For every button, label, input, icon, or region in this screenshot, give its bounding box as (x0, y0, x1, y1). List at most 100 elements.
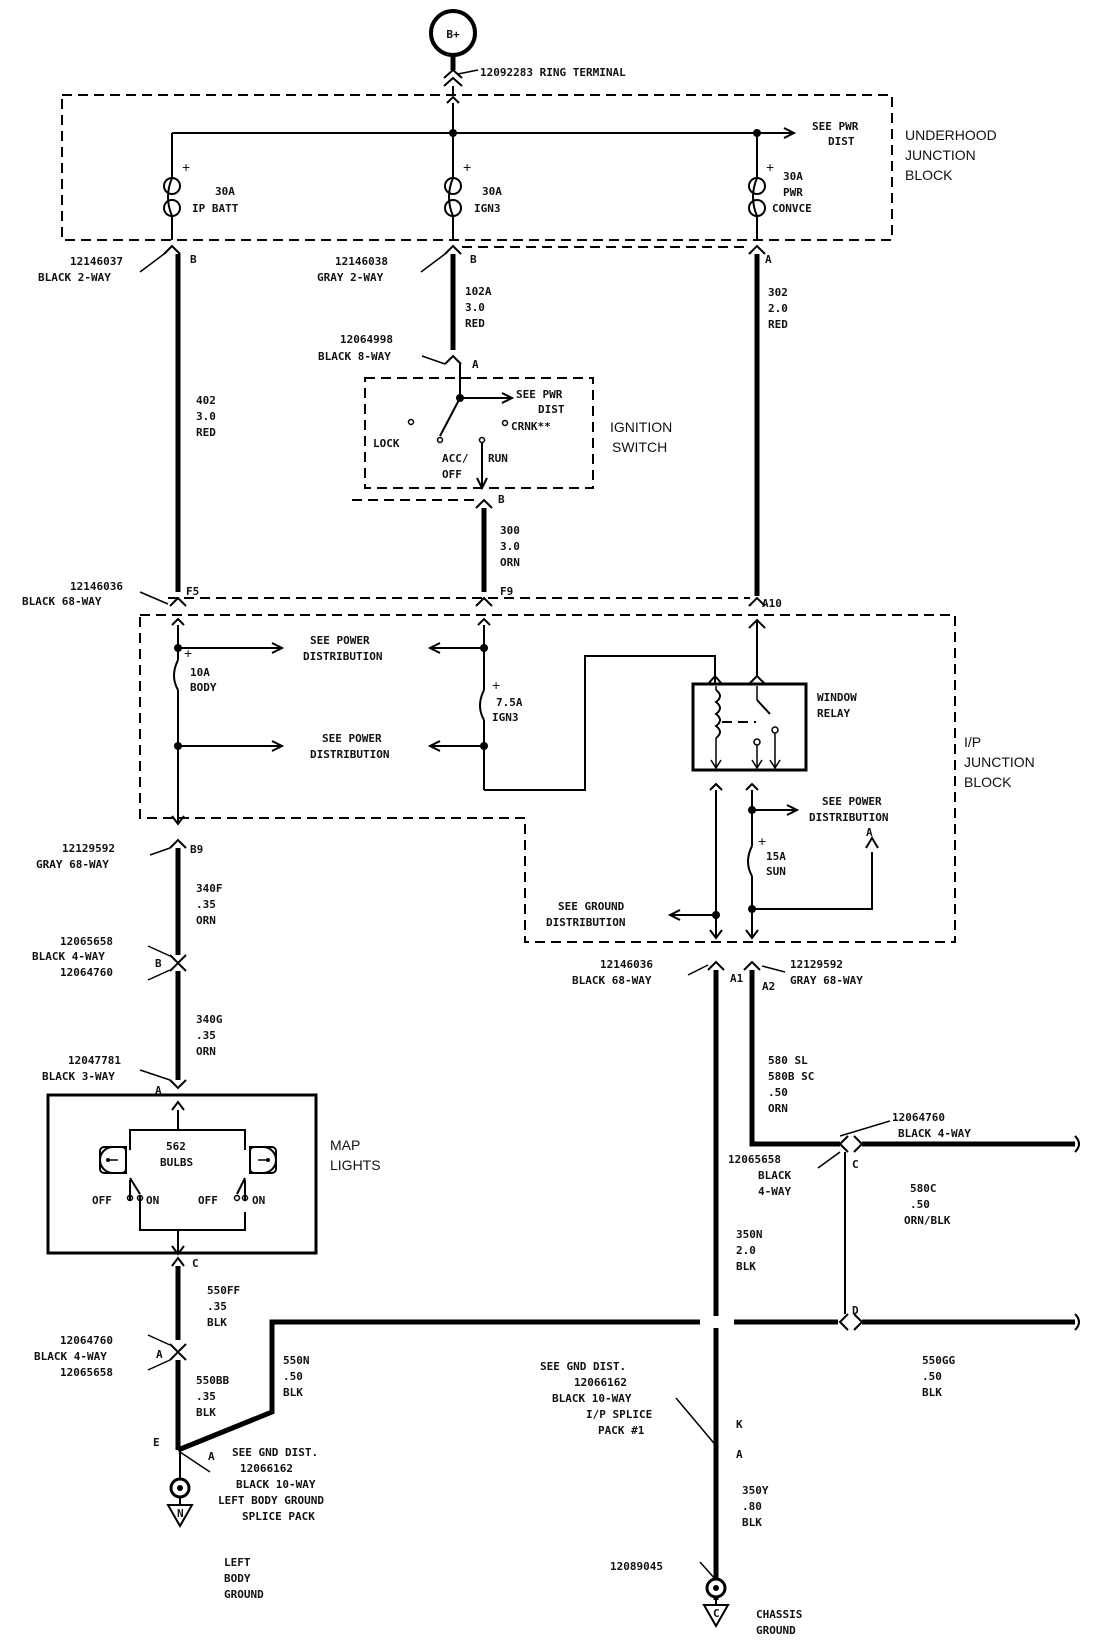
connector-a1-a2: 12146036 BLACK 68-WAY A1 12129592 GRAY 6… (572, 958, 863, 993)
chassis-ground: 12089045 C CHASSIS GROUND (610, 1560, 802, 1637)
wire-302-label-3: RED (768, 318, 788, 331)
c4-desc: BLACK 4-WAY (32, 950, 105, 963)
see-pd3-b: DISTRIBUTION (809, 811, 888, 824)
wire-350n-label-3: BLK (736, 1260, 756, 1273)
wire-402-label-3: RED (196, 426, 216, 439)
wire-340f-label-1: 340F (196, 882, 223, 895)
map-out-pin: C (192, 1257, 199, 1270)
fuse-ign3-ip-amp: 7.5A (496, 696, 523, 709)
fuse-body-icon (173, 659, 179, 691)
connector-ip-68way: 12146036 BLACK 68-WAY F5 F9 A10 (22, 580, 782, 610)
ign-see-1: SEE PWR (516, 388, 563, 401)
pin-a-left: A (208, 1450, 215, 1463)
pin-e: E (153, 1436, 160, 1449)
ground-n-icon (166, 1504, 194, 1529)
c3-pin: A (765, 253, 772, 266)
relay-coil-icon (714, 689, 721, 739)
a1-desc: BLACK 68-WAY (572, 974, 652, 987)
see-gd-b: DISTRIBUTION (546, 916, 625, 929)
connector-c5: 12047781 BLACK 3-WAY A (42, 1054, 187, 1097)
c1-desc: BLACK 2-WAY (38, 271, 111, 284)
fuse-ign3-ip-name: IGN3 (492, 711, 519, 724)
ignition-switch: 12064998 BLACK 8-WAY A SEE PWR DIST CRNK… (318, 333, 672, 509)
wire-350y-label-1: 350Y (742, 1484, 769, 1497)
pin-c: C (852, 1158, 859, 1171)
ip-title-3: BLOCK (964, 774, 1012, 790)
connector-right-c-d: C D 12064760 BLACK 4-WAY 12065658 BLACK … (728, 1111, 971, 1331)
chassis-part: 12089045 (610, 1560, 663, 1573)
wire-102a-label-1: 102A (465, 285, 492, 298)
c4-pin: B (155, 957, 162, 970)
fuse-sun-amp: 15A (766, 850, 786, 863)
wire-550bb-label-3: BLK (196, 1406, 216, 1419)
b9-part: 12129592 (62, 842, 115, 855)
ip-gd-5: PACK #1 (598, 1424, 645, 1437)
c6-desc: BLACK 4-WAY (34, 1350, 107, 1363)
b9-desc: GRAY 68-WAY (36, 858, 109, 871)
connector-c6: 12064760 BLACK 4-WAY 12065658 A (34, 1334, 187, 1379)
see-pd1-a: SEE POWER (310, 634, 370, 647)
pin-f9: F9 (500, 585, 513, 598)
chassis-label-1: CHASSIS (756, 1608, 802, 1621)
fuse3-amp: 30A (783, 170, 803, 183)
a2-desc: GRAY 68-WAY (790, 974, 863, 987)
left-gd-4: LEFT BODY GROUND (218, 1494, 324, 1507)
see-gd-a: SEE GROUND (558, 900, 625, 913)
ip-part: 12146036 (70, 580, 123, 593)
see-pd3-a: SEE POWER (822, 795, 882, 808)
ign-title-2: SWITCH (612, 439, 667, 455)
c6-part: 12064760 (60, 1334, 113, 1347)
wire-302-label-2: 2.0 (768, 302, 788, 315)
wire-580-label-1: 580 SL (768, 1054, 808, 1067)
svg-text:+: + (492, 677, 500, 693)
fuse-body-name: BODY (190, 681, 217, 694)
on-right: ON (252, 1194, 265, 1207)
pin-d: D (852, 1304, 859, 1317)
ign-switch-blade (439, 397, 461, 437)
wire-350y-label-2: .80 (742, 1500, 762, 1513)
wire-550gg-label-1: 550GG (922, 1354, 955, 1367)
relay-label-1: WINDOW (817, 691, 857, 704)
wire-300-label-3: ORN (500, 556, 520, 569)
see-pwr-dist-top-1: SEE PWR (812, 120, 859, 133)
sym-c: C (713, 1607, 720, 1620)
c5-part: 12047781 (68, 1054, 121, 1067)
c2-desc: GRAY 2-WAY (317, 271, 384, 284)
wire-340g-label-3: ORN (196, 1045, 216, 1058)
bulb-right-icon (249, 1146, 278, 1174)
c4-part: 12065658 (60, 935, 113, 948)
r2-desc-2: 4-WAY (758, 1185, 791, 1198)
switch-right-icon (236, 1177, 246, 1195)
ign-pin-a: A (472, 358, 479, 371)
fuse-ign3-ip-icon (479, 689, 485, 721)
c6-pin: A (156, 1348, 163, 1361)
left-gd-2: 12066162 (240, 1462, 293, 1475)
wire-300-label-2: 3.0 (500, 540, 520, 553)
ip-title-1: I/P (964, 734, 981, 750)
ign-acc-2: OFF (442, 468, 462, 481)
ground-c-icon (702, 1604, 730, 1629)
left-gd-1: SEE GND DIST. (232, 1446, 318, 1459)
connector-c2: 12146038 GRAY 2-WAY B (317, 244, 477, 284)
ip-splice-pack: SEE GND DIST. 12066162 BLACK 10-WAY I/P … (540, 1360, 769, 1529)
connector-c1: 12146037 BLACK 2-WAY B (38, 244, 197, 284)
see-pd1-b: DISTRIBUTION (303, 650, 382, 663)
ip-gd-4: I/P SPLICE (586, 1408, 652, 1421)
bulbs-1: 562 (166, 1140, 186, 1153)
wire-550n (177, 1319, 708, 1453)
wire-550bb-label-1: 550BB (196, 1374, 229, 1387)
pin-b9: B9 (190, 843, 203, 856)
see-pd2-a: SEE POWER (322, 732, 382, 745)
c2-part: 12146038 (335, 255, 388, 268)
ign-pin-b: B (498, 493, 505, 506)
svg-text:+: + (182, 159, 190, 175)
wire-580-label-4: ORN (768, 1102, 788, 1115)
see-pd2-b: DISTRIBUTION (310, 748, 389, 761)
map-title-2: LIGHTS (330, 1157, 381, 1173)
c6-part2: 12065658 (60, 1366, 113, 1379)
left-body-ground: E A SEE GND DIST. 12066162 BLACK 10-WAY … (153, 1436, 324, 1601)
a1-part: 12146036 (600, 958, 653, 971)
ip-title-2: JUNCTION (964, 754, 1035, 770)
pin-f5: F5 (186, 585, 199, 598)
wire-350y-label-3: BLK (742, 1516, 762, 1529)
